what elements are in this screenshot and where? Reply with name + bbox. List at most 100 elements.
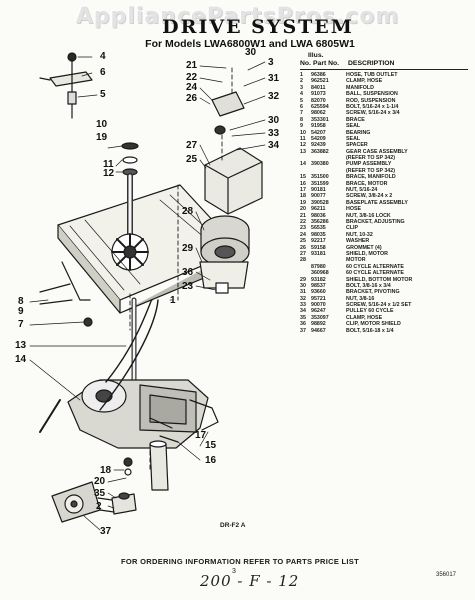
parts-illus-no: 37 (300, 327, 306, 334)
motor-assembly (199, 91, 263, 294)
callout-35: 35 (94, 488, 106, 499)
parts-part-no: 356286 (311, 218, 329, 225)
callout-12: 12 (103, 168, 115, 179)
parts-description: NUT, 5/16-24 (346, 187, 378, 194)
parts-part-no: 360968 (311, 270, 329, 277)
parts-illus-no: 16 (300, 180, 306, 187)
parts-illus-no: 14 (300, 161, 306, 168)
header-rule (300, 69, 468, 70)
parts-part-no: 54207 (311, 129, 326, 136)
callout-36: 36 (182, 267, 194, 278)
callout-19: 19 (96, 132, 108, 143)
watermark: AppliancePartsPros.com (75, 4, 400, 29)
parts-row: (REFER TO SP 342) (300, 155, 472, 161)
parts-illus-no: 6 (300, 103, 303, 110)
parts-part-no: 96247 (311, 308, 326, 315)
parts-illus-no: 7 (300, 110, 303, 117)
parts-description: 60 CYCLE ALTERNATE (346, 263, 404, 270)
callout-11: 11 (103, 159, 114, 170)
parts-part-no: 98537 (311, 282, 326, 289)
parts-illus-no: 31 (300, 289, 306, 296)
parts-description: CLAMP, HOSE (346, 314, 383, 321)
nut-7 (83, 317, 93, 327)
parts-part-no: 93181 (311, 250, 326, 257)
parts-description: WASHER (346, 238, 370, 245)
parts-part-no: 82070 (311, 97, 326, 104)
parts-part-no: 90077 (311, 193, 326, 200)
parts-illus-no: 5 (300, 97, 303, 104)
handwritten-note: 200 - F - 12 (200, 572, 300, 590)
callout-17: 17 (195, 430, 207, 441)
parts-description: BEARING (346, 129, 371, 136)
parts-part-no: 91073 (311, 91, 326, 98)
gear-case (39, 297, 209, 449)
parts-description: BASEPLATE ASSEMBLY (346, 199, 408, 206)
parts-description: NUT, 3/8-16 LOCK (346, 212, 391, 219)
header-illus: Illus. (308, 52, 324, 59)
parts-description: MANIFOLD (346, 84, 374, 91)
parts-illus-no: 22 (300, 218, 306, 225)
callout-28: 28 (182, 206, 194, 217)
parts-illus-no: 34 (300, 308, 306, 315)
page-number: 3 (232, 568, 236, 575)
parts-description: SEAL (346, 123, 361, 130)
parts-description: BALL, SUSPENSION (346, 91, 398, 98)
parts-description: BRACKET, ADJUSTING (346, 218, 405, 225)
parts-description: BOLT, 3/8-16 x 3/4 (346, 282, 391, 289)
parts-description: 60 CYCLE ALTERNATE (346, 270, 404, 277)
parts-illus-no: 25 (300, 238, 306, 245)
parts-description: BRACE, MOTOR (346, 180, 388, 187)
callout-34: 34 (268, 140, 280, 151)
parts-description: SCREW, 3/8-24 x 2 (346, 193, 393, 200)
document-number: 356017 (436, 572, 457, 578)
models-subtitle: For Models LWA6800W1 and LWA 6805W1 (145, 38, 355, 50)
parts-part-no: 90070 (311, 302, 326, 309)
drive-belt (99, 299, 159, 411)
parts-description: BRACE, MANIFOLD (346, 174, 396, 181)
callout-30b: 30 (268, 115, 280, 126)
ordering-footer: FOR ORDERING INFORMATION REFER TO PARTS … (121, 557, 359, 566)
parts-description: SCREW, 5/16-24 x 3/4 (346, 110, 400, 117)
parts-illus-no: 30 (300, 282, 306, 289)
parts-part-no: 94667 (311, 327, 326, 334)
parts-part-no: 625594 (311, 103, 329, 110)
parts-illus-no: 36 (300, 321, 306, 328)
parts-part-no: 84011 (311, 84, 326, 91)
header-part-no: Part No. (313, 60, 340, 67)
parts-illus-no: 12 (300, 142, 306, 149)
parts-description: GEAR CASE ASSEMBLY (346, 148, 408, 155)
exploded-diagram (29, 52, 266, 531)
callout-13: 13 (15, 340, 27, 351)
parts-description: (REFER TO SP 342) (346, 167, 395, 174)
parts-illus-no: 9 (300, 123, 303, 130)
parts-part-no: 98036 (311, 212, 326, 219)
parts-illus-no: 26 (300, 244, 306, 251)
parts-description: SHIELD, BOTTOM MOTOR (346, 276, 413, 283)
parts-part-no: 91958 (311, 123, 326, 130)
callout-33: 33 (268, 128, 280, 139)
parts-illus-no: 17 (300, 187, 306, 194)
callout-24: 24 (186, 82, 198, 93)
parts-illus-no: 27 (300, 250, 306, 257)
parts-description: BRACKET, PIVOTING (346, 289, 400, 296)
